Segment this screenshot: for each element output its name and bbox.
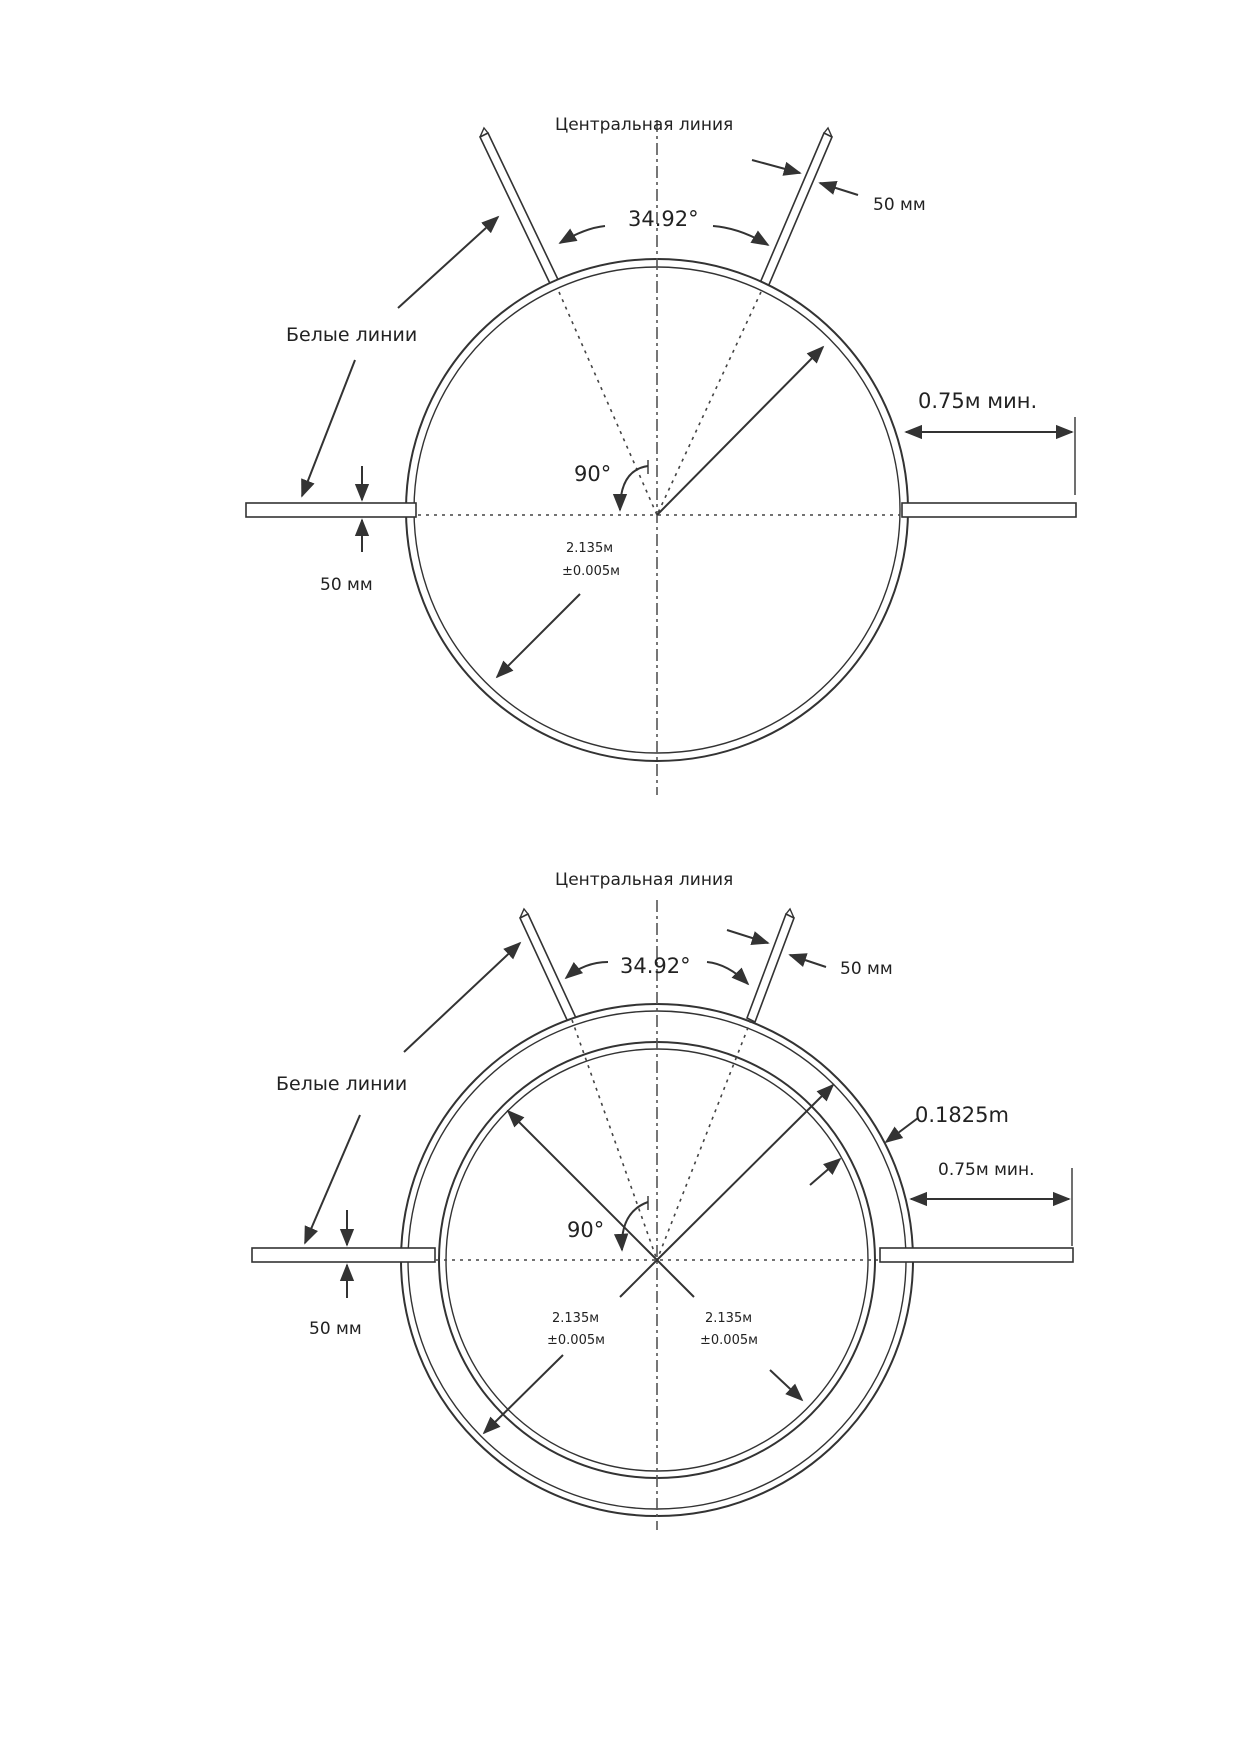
ring-width-arrow-inner [809,1157,842,1186]
radius-left-value: 2.135м [552,1311,599,1326]
centerline-label-2: Центральная линия [555,870,733,890]
ring-width-arrow-outer [884,1117,919,1144]
radius-arrow-upper-left [506,1109,658,1261]
angle-arc-right [712,225,770,246]
line-width-label-right-2: 50 мм [840,959,893,979]
white-lines-label-2: Белые линии [276,1073,407,1095]
radius-arrow [656,345,825,516]
min-extension-label-2: 0.75м мин. [938,1160,1034,1180]
leader-white-lines-upper [397,215,500,309]
leader-white-lines-upper-2 [403,941,522,1053]
white-lines-label: Белые линии [286,324,417,346]
white-line-left-2 [251,1247,436,1263]
radius-line-lower-right [656,1259,695,1298]
angle-arc-left-2 [564,961,609,980]
radius-arrow-lower-left [482,1354,564,1435]
white-line-right [901,502,1077,518]
leader-white-lines-lower-2 [304,1114,361,1245]
diagram-throwing-circle-with-ring: Центральная линия 34.92° 50 мм Белые лин… [251,870,1074,1530]
sector-ray-right-2 [656,1019,752,1261]
diagram-throwing-circle: Центральная линия 34.92° 50 мм Белые лин… [245,115,1077,795]
sector-ray-left [558,291,658,516]
right-angle-label-2: 90° [567,1218,604,1242]
right-angle-arc-2 [613,1201,649,1252]
right-angle-arc [612,465,649,512]
width-arrow-right-b-2 [788,953,827,968]
right-angle-label: 90° [574,462,611,486]
radius-arrow-upper-right [656,1083,835,1261]
ring-width-label: 0.1825m [915,1103,1009,1127]
sector-line-left [478,126,565,296]
radius-arrow-lower-right [769,1369,804,1402]
angle-arc-left [558,225,606,244]
radius-left-tolerance: ±0.005м [547,1333,605,1348]
radius-tolerance: ±0.005м [562,564,620,579]
radius-right-tolerance: ±0.005м [700,1333,758,1348]
white-line-left [245,502,417,518]
line-width-label-left-2: 50 мм [309,1319,362,1339]
line-width-label-right: 50 мм [873,195,926,215]
angle-arc-right-2 [706,961,750,986]
width-arrow-right-a-2 [726,929,770,945]
width-arrow-right-b [818,181,859,196]
width-arrow-right-a [751,159,802,176]
radius-value: 2.135м [566,541,613,556]
centerline-label: Центральная линия [555,115,733,135]
sector-ray-right [656,291,762,516]
min-extension-label: 0.75м мин. [918,389,1037,413]
sector-line-left-2 [518,907,578,1024]
diameter-arrow-lower [495,593,581,679]
radius-right-value: 2.135м [705,1311,752,1326]
sector-ray-left-2 [571,1019,658,1261]
angle-sector-label-2: 34.92° [620,954,691,978]
sector-line-right-2 [745,907,796,1024]
angle-sector-label: 34.92° [628,207,699,231]
sector-line-right [755,126,834,296]
line-width-label-left: 50 мм [320,575,373,595]
leader-white-lines-lower [301,359,356,498]
radius-line-lower-left [619,1259,658,1298]
white-line-right-2 [879,1247,1074,1263]
